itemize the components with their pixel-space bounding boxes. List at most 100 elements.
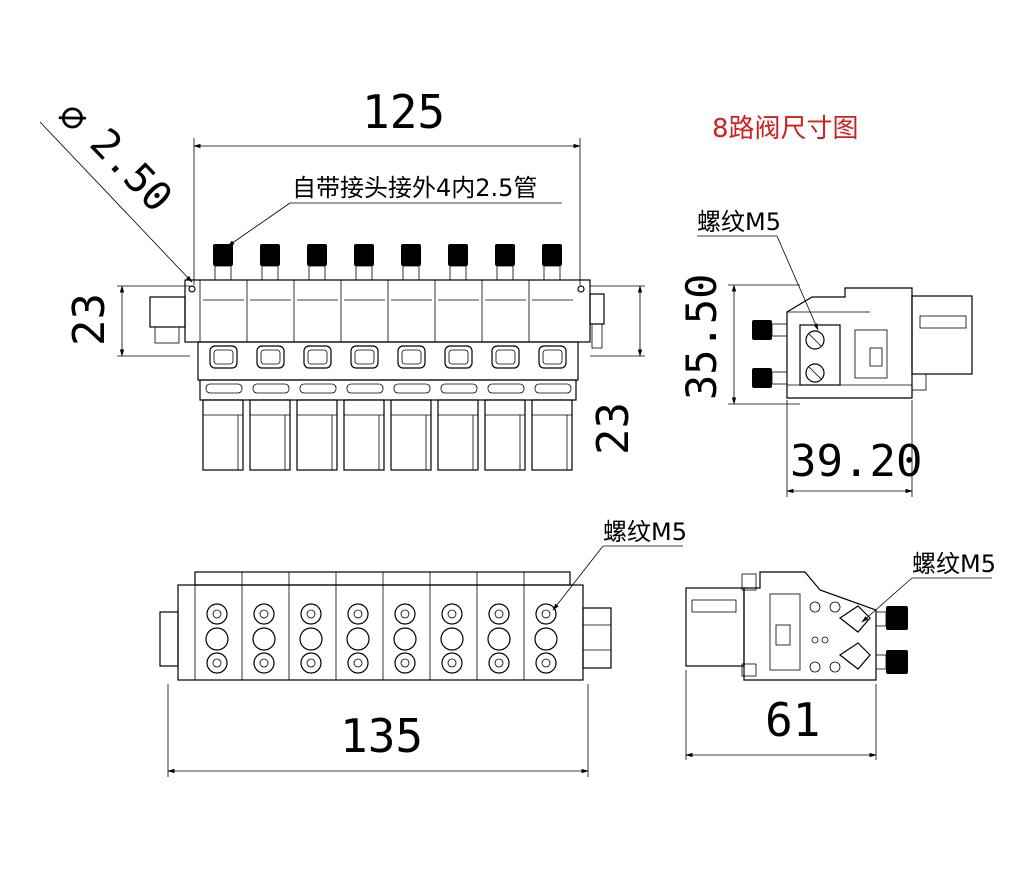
bottom-thread-port-upper bbox=[535, 603, 557, 625]
side-top-depth-label: 39.20 bbox=[790, 436, 922, 487]
bottom-thread-port-lower bbox=[394, 652, 416, 674]
valve-fitting-cap bbox=[213, 244, 233, 266]
fitting-leader bbox=[227, 202, 291, 247]
valve-port-window bbox=[491, 345, 520, 369]
valve-port-inner bbox=[448, 349, 469, 365]
front-view: 125 ⌀ 2.50 自带接头接外4内2.5管 23 23 bbox=[39, 85, 645, 471]
valve-port-window bbox=[444, 345, 473, 369]
bottom-thread-port-upper bbox=[347, 603, 369, 625]
valve-coil bbox=[437, 399, 479, 471]
bottom-length-label: 135 bbox=[340, 709, 423, 763]
bottom-thread-port-lower bbox=[347, 652, 369, 674]
side-bottom-coil-foot-bottom bbox=[741, 663, 757, 677]
valve-slot bbox=[299, 383, 337, 394]
bottom-thread-port-lower bbox=[441, 652, 463, 674]
bottom-port-cell bbox=[241, 572, 276, 680]
bottom-port-cell bbox=[335, 572, 370, 680]
valve-slot bbox=[440, 383, 478, 394]
bottom-thread-port-upper bbox=[253, 603, 275, 625]
side-top-thread-leader bbox=[776, 235, 819, 331]
valve-port-inner bbox=[542, 349, 563, 365]
valve-fitting-cap bbox=[307, 244, 327, 266]
bottom-thread-port-upper bbox=[206, 603, 228, 625]
bottom-thread-port-lower-inner bbox=[447, 658, 457, 668]
side-bottom-fitting-upper bbox=[886, 606, 908, 630]
side-bottom-inner-frame bbox=[769, 593, 801, 671]
bottom-thread-leader bbox=[552, 545, 604, 611]
bottom-center-port bbox=[205, 627, 229, 651]
valve-fitting-body bbox=[449, 265, 467, 281]
right-height-label: 23 bbox=[588, 402, 639, 455]
valve-fitting-body bbox=[214, 265, 232, 281]
side-bottom-port-upper bbox=[838, 605, 871, 633]
bottom-thread-port-upper-inner bbox=[306, 609, 316, 619]
valve-port-inner bbox=[354, 349, 375, 365]
valve-fitting-body bbox=[308, 265, 326, 281]
drawing-title: 8路阀尺寸图 bbox=[712, 114, 859, 144]
fitting-note: 自带接头接外4内2.5管 bbox=[292, 174, 537, 202]
side-top-fitting-upper bbox=[752, 320, 772, 340]
front-width-label: 125 bbox=[362, 85, 445, 139]
side-bottom-depth-label: 61 bbox=[765, 693, 820, 747]
bottom-view: 螺纹M5 135 bbox=[159, 518, 687, 777]
side-view-top: 螺纹M5 35.50 39.20 bbox=[677, 208, 973, 497]
bottom-thread-port-upper-inner bbox=[353, 609, 363, 619]
side-bottom-thread-leader bbox=[861, 577, 913, 623]
bottom-manifold-body bbox=[177, 584, 584, 681]
valve-fitting-cap bbox=[354, 244, 374, 266]
valve-slot bbox=[205, 383, 243, 394]
valve-coil bbox=[202, 399, 244, 471]
diameter-leader bbox=[39, 121, 193, 283]
side-top-screw-lower-slot bbox=[808, 366, 822, 380]
side-top-fitting-lower-neck bbox=[771, 371, 788, 385]
valve-port-inner bbox=[213, 349, 234, 365]
bottom-thread-port-upper-inner bbox=[212, 609, 222, 619]
valve-unit bbox=[246, 244, 291, 471]
bottom-center-port bbox=[440, 627, 464, 651]
side-bottom-body bbox=[743, 571, 877, 681]
side-top-coil bbox=[911, 295, 973, 375]
side-bottom-hole-5 bbox=[809, 661, 821, 673]
valve-fitting-cap bbox=[495, 244, 515, 266]
side-top-coil-label bbox=[919, 315, 967, 329]
valve-unit bbox=[528, 244, 573, 471]
side-bottom-fitting-lower bbox=[886, 650, 908, 674]
valve-slot bbox=[346, 383, 384, 394]
valve-fitting-body bbox=[402, 265, 420, 281]
valve-coil bbox=[343, 399, 385, 471]
bottom-port-cell bbox=[523, 572, 558, 680]
diameter-label: 2.50 bbox=[81, 120, 181, 221]
side-top-thread-label: 螺纹M5 bbox=[697, 208, 781, 236]
side-top-port-block bbox=[799, 324, 841, 386]
valve-unit bbox=[481, 244, 526, 471]
valve-group bbox=[199, 244, 573, 471]
side-bottom-coil-label bbox=[691, 599, 737, 613]
bottom-thread-port-upper-inner bbox=[447, 609, 457, 619]
valve-fitting-body bbox=[496, 265, 514, 281]
bottom-thread-port-upper bbox=[394, 603, 416, 625]
bottom-port-cell bbox=[429, 572, 464, 680]
side-bottom-hole-1 bbox=[809, 601, 821, 613]
right-side-fitting-nut bbox=[591, 323, 603, 349]
mount-hole-left bbox=[188, 285, 196, 293]
manifold-lower-plate bbox=[197, 341, 579, 381]
valve-unit bbox=[387, 244, 432, 471]
diameter-symbol: ⌀ bbox=[48, 93, 98, 142]
side-bottom-hole-6 bbox=[829, 661, 841, 673]
valve-slot bbox=[534, 383, 572, 394]
valve-port-inner bbox=[260, 349, 281, 365]
bottom-thread-label: 螺纹M5 bbox=[603, 518, 687, 546]
manifold-base-strip bbox=[199, 379, 577, 401]
valve-fitting-cap bbox=[260, 244, 280, 266]
side-bottom-inner-slot bbox=[775, 624, 791, 646]
side-top-inner-frame bbox=[854, 329, 888, 379]
valve-fitting-cap bbox=[542, 244, 562, 266]
side-top-body bbox=[786, 287, 913, 399]
valve-fitting-body bbox=[543, 265, 561, 281]
bottom-thread-port-lower bbox=[206, 652, 228, 674]
bottom-thread-port-upper bbox=[488, 603, 510, 625]
valve-unit bbox=[293, 244, 338, 471]
bottom-thread-port-upper-inner bbox=[400, 609, 410, 619]
